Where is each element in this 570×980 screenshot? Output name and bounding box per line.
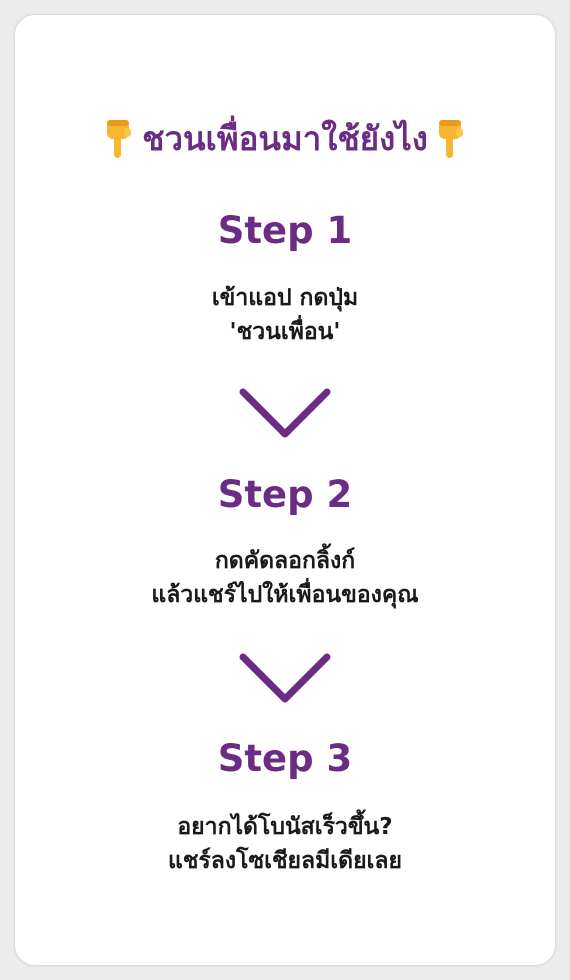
step-2-description: กดคัดลอกลิ้งก์ แล้วแชร์ไปให้เพื่อนของคุณ xyxy=(15,544,555,612)
how-to-invite-card: ชวนเพื่อนมาใช้ยังไง Step 1 เข้าแอป กดปุ่… xyxy=(15,15,555,965)
step-3-line-1: อยากได้โบนัสเร็วขึ้น? xyxy=(177,814,393,840)
step-1-line-1: เข้าแอป กดปุ่ม xyxy=(211,285,359,311)
step-1-line-2: 'ชวนเพื่อน' xyxy=(229,319,341,345)
pointing-down-hand-icon xyxy=(438,120,463,158)
chevron-down-icon xyxy=(239,388,331,438)
step-3-heading: Step 3 xyxy=(217,737,353,780)
page-title: ชวนเพื่อนมาใช้ยังไง xyxy=(15,115,555,163)
chevron-down-icon xyxy=(239,653,331,703)
title-text: ชวนเพื่อนมาใช้ยังไง xyxy=(142,119,428,158)
step-1-heading: Step 1 xyxy=(217,209,353,252)
step-2-heading: Step 2 xyxy=(217,473,353,516)
step-1-description: เข้าแอป กดปุ่ม 'ชวนเพื่อน' xyxy=(15,281,555,349)
step-2-line-1: กดคัดลอกลิ้งก์ xyxy=(214,548,356,574)
step-3-description: อยากได้โบนัสเร็วขึ้น? แชร์ลงโซเชียลมีเดี… xyxy=(15,810,555,878)
pointing-down-hand-icon xyxy=(107,120,132,158)
step-3-line-2: แชร์ลงโซเชียลมีเดียเลย xyxy=(168,848,402,874)
step-2-line-2: แล้วแชร์ไปให้เพื่อนของคุณ xyxy=(151,582,419,608)
